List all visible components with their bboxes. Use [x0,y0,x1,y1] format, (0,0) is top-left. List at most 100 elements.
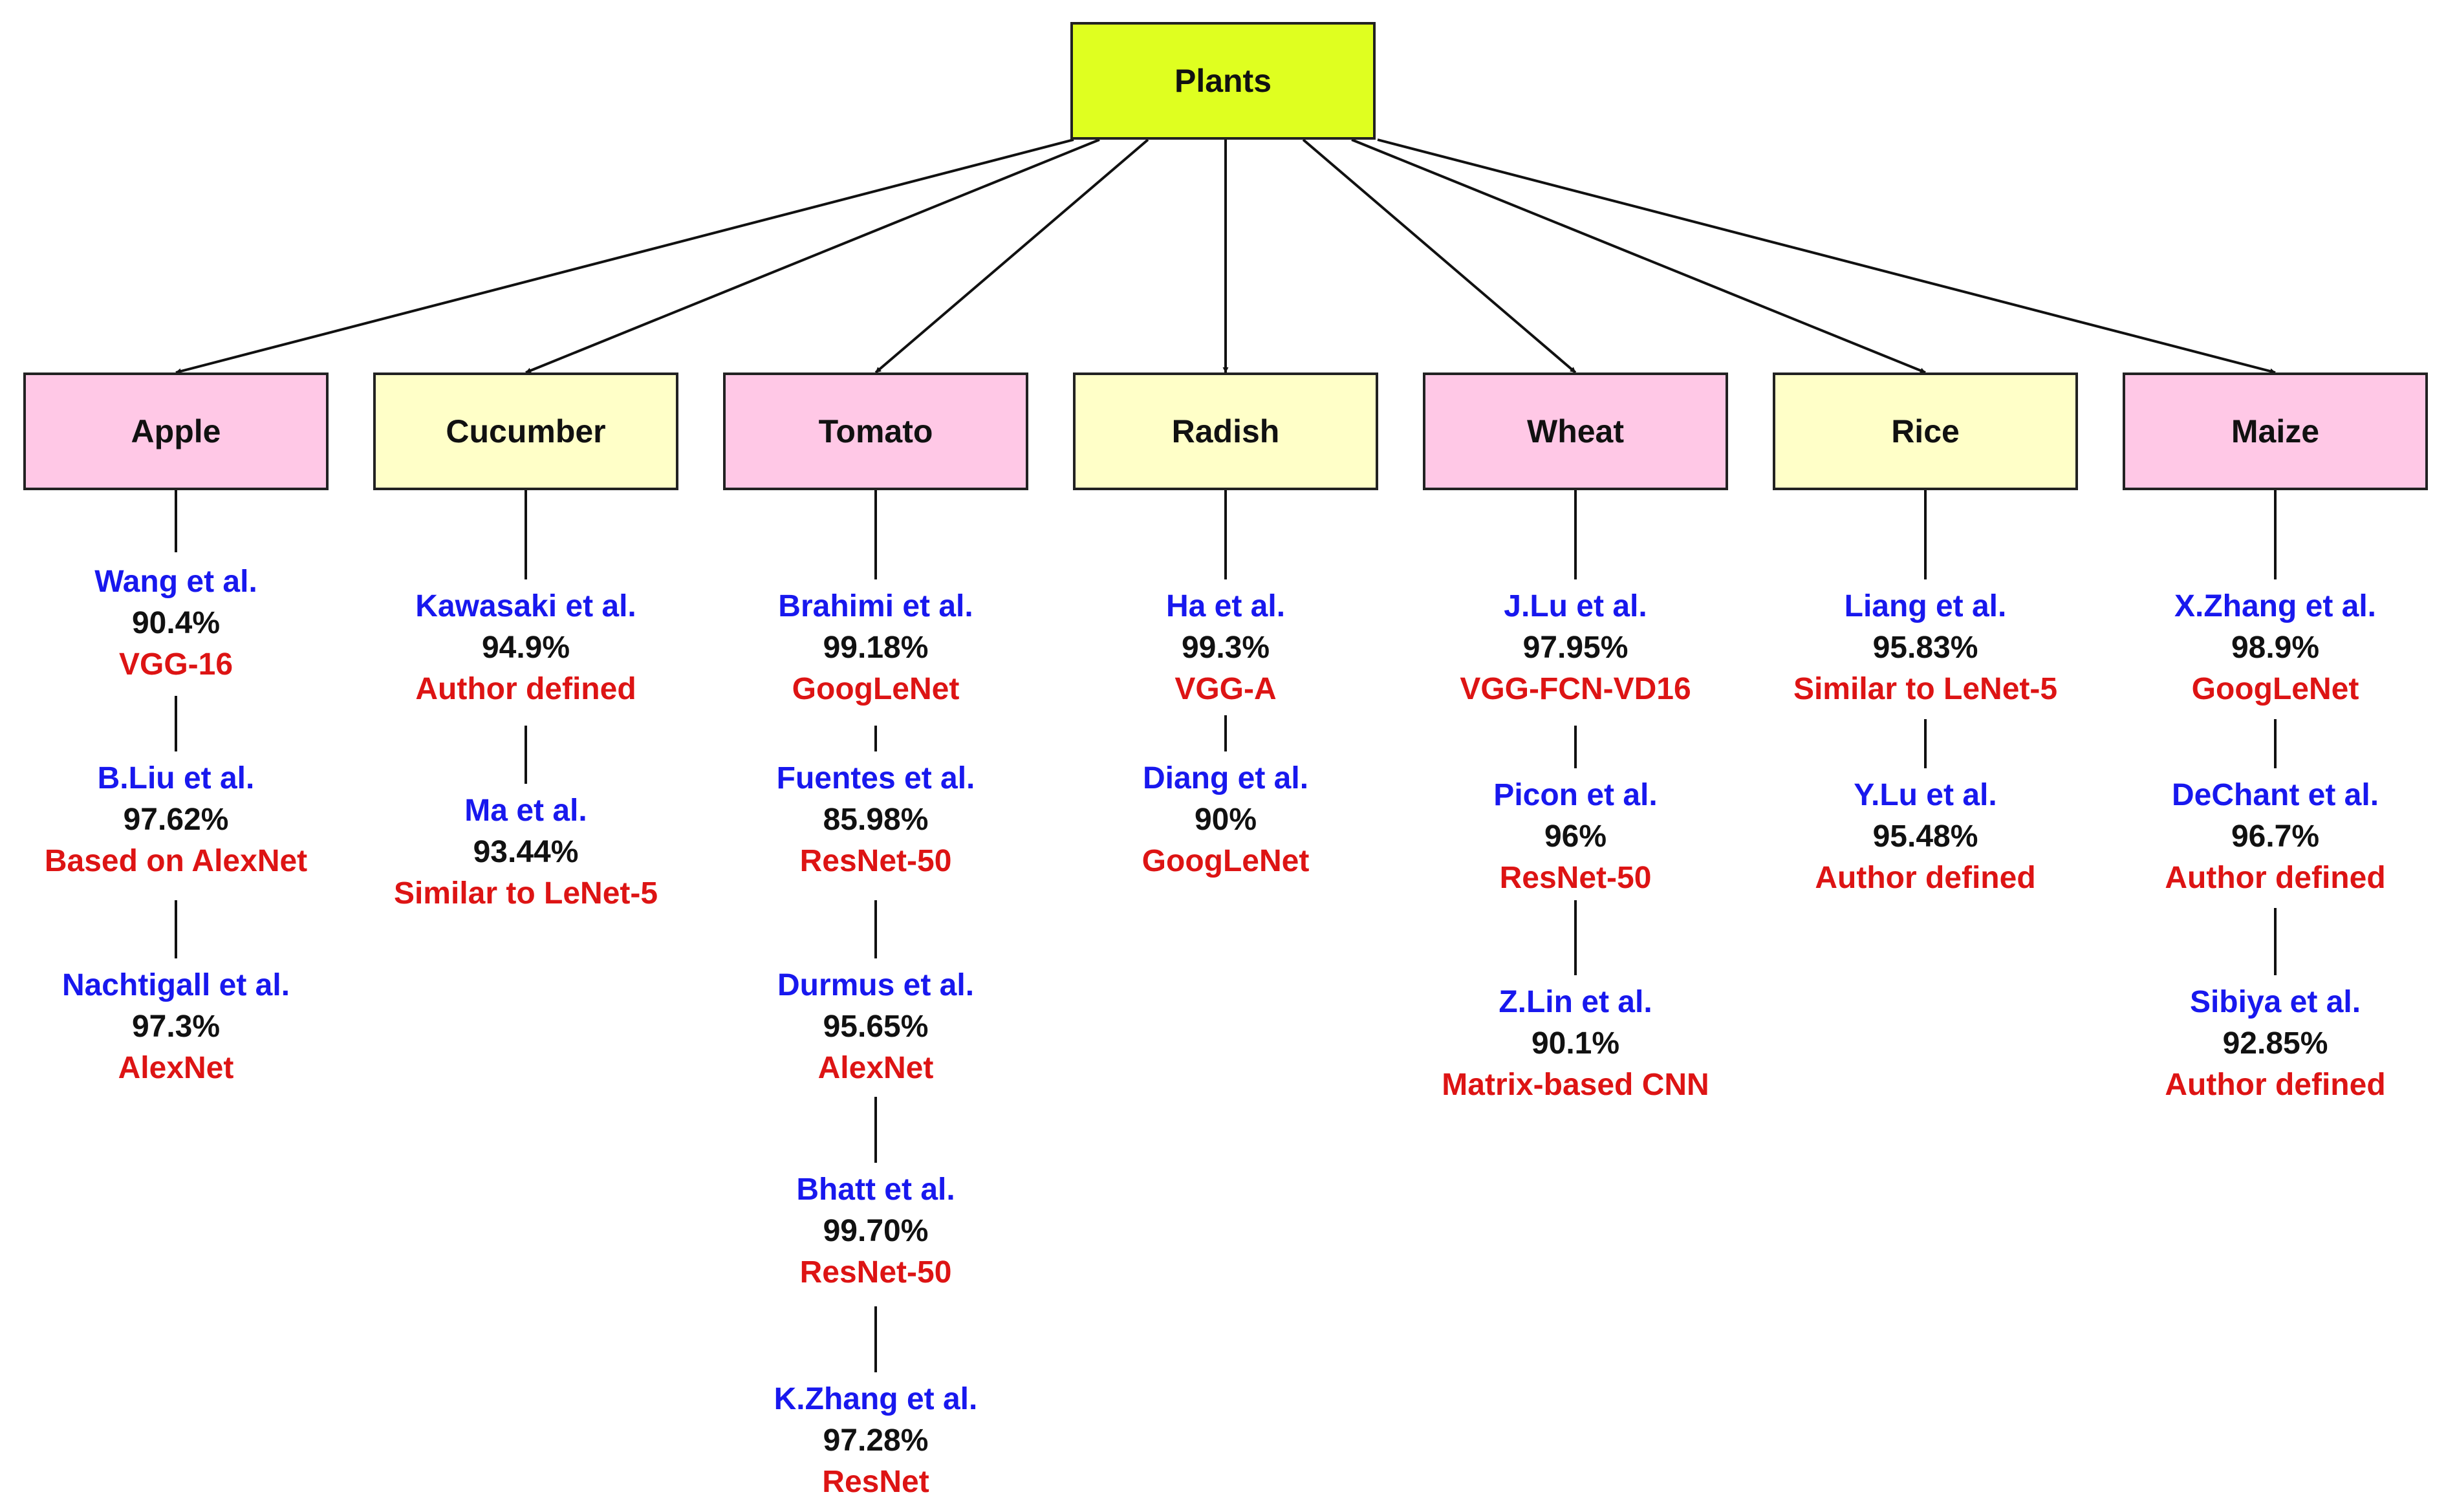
crop-node-tomato: Tomato [723,373,1028,490]
study-author: Picon et al. [1493,778,1658,812]
study-accuracy: 99.70% [823,1214,929,1248]
arrow-plants-to-maize [1377,138,2276,374]
study-accuracy: 97.28% [823,1423,929,1458]
study-cucumber-1: Kawasaki et al. 94.9% Author defined [358,586,694,710]
crop-label: Cucumber [446,413,606,449]
crop-node-radish: Radish [1073,373,1378,490]
study-author: Liang et al. [1844,589,2007,623]
study-model: VGG-FCN-VD16 [1460,672,1691,706]
crop-label: Tomato [818,413,933,449]
study-model: ResNet-50 [799,844,952,878]
crop-node-maize: Maize [2123,373,2428,490]
study-author: Ha et al. [1165,589,1286,623]
study-tomato-3: Durmus et al. 95.65% AlexNet [708,965,1044,1089]
study-author: Z.Lin et al. [1499,985,1652,1019]
study-radish-2: Diang et al. 90% GoogLeNet [1057,758,1394,882]
crop-label: Radish [1171,413,1280,449]
study-author: Nachtigall et al. [61,968,290,1002]
arrow-plants-to-rice [1351,138,1926,374]
study-accuracy: 96% [1544,819,1607,854]
study-wheat-2: Picon et al. 96% ResNet-50 [1407,775,1744,899]
study-accuracy: 97.62% [123,803,229,837]
study-model: Matrix-based CNN [1442,1068,1709,1102]
study-apple-3: Nachtigall et al. 97.3% AlexNet [8,965,344,1089]
study-model: GoogLeNet [1142,844,1310,878]
study-accuracy: 96.7% [2231,819,2320,854]
study-model: ResNet-50 [1499,861,1652,895]
study-maize-1: X.Zhang et al. 98.9% GoogLeNet [2107,586,2443,710]
study-model: ResNet [822,1465,929,1499]
study-accuracy: 99.18% [823,631,929,665]
study-maize-3: Sibiya et al. 92.85% Author defined [2107,982,2443,1106]
study-author: X.Zhang et al. [2174,589,2377,623]
study-accuracy: 90% [1194,803,1257,837]
study-author: Kawasaki et al. [415,589,636,623]
study-model: Author defined [2165,861,2386,895]
study-author: Sibiya et al. [2189,985,2361,1019]
study-tomato-1: Brahimi et al. 99.18% GoogLeNet [708,586,1044,710]
crop-node-rice: Rice [1773,373,2078,490]
study-model: Author defined [2165,1068,2386,1102]
study-author: J.Lu et al. [1504,589,1647,623]
study-maize-2: DeChant et al. 96.7% Author defined [2107,775,2443,899]
study-tomato-4: Bhatt et al. 99.70% ResNet-50 [708,1169,1044,1293]
study-accuracy: 95.48% [1872,819,1978,854]
crop-label: Apple [131,413,221,449]
arrow-plants-to-apple [175,138,1074,374]
study-apple-2: B.Liu et al. 97.62% Based on AlexNet [8,758,344,882]
root-node-plants: Plants [1070,22,1376,140]
study-author: Diang et al. [1142,761,1309,795]
study-accuracy: 94.9% [481,631,570,665]
study-model: VGG-16 [118,647,233,682]
study-apple-1: Wang et al. 90.4% VGG-16 [8,561,344,686]
study-model: GoogLeNet [2191,672,2359,706]
study-accuracy: 90.1% [1531,1026,1620,1061]
study-wheat-3: Z.Lin et al. 90.1% Matrix-based CNN [1407,982,1744,1106]
study-author: DeChant et al. [2171,778,2379,812]
study-model: Similar to LeNet-5 [1793,672,2058,706]
study-wheat-1: J.Lu et al. 97.95% VGG-FCN-VD16 [1407,586,1744,710]
study-accuracy: 99.3% [1181,631,1270,665]
study-accuracy: 85.98% [823,803,929,837]
study-accuracy: 92.85% [2222,1026,2328,1061]
study-author: K.Zhang et al. [774,1382,978,1416]
study-model: GoogLeNet [792,672,960,706]
study-model: Based on AlexNet [44,844,308,878]
crop-label: Rice [1891,413,1960,449]
study-model: Similar to LeNet-5 [393,876,658,911]
study-author: Y.Lu et al. [1854,778,1997,812]
study-author: B.Liu et al. [97,761,255,795]
arrow-plants-to-wheat [1302,138,1577,374]
study-author: Durmus et al. [777,968,975,1002]
study-author: Wang et al. [94,565,257,599]
study-model: VGG-A [1174,672,1277,706]
study-accuracy: 97.3% [131,1010,221,1044]
crop-label: Maize [2231,413,2320,449]
study-rice-2: Y.Lu et al. 95.48% Author defined [1757,775,2094,899]
study-accuracy: 90.4% [131,606,221,640]
study-accuracy: 98.9% [2231,631,2320,665]
study-rice-1: Liang et al. 95.83% Similar to LeNet-5 [1757,586,2094,710]
crop-node-wheat: Wheat [1423,373,1728,490]
study-model: Author defined [415,672,636,706]
study-accuracy: 93.44% [473,835,579,869]
study-tomato-2: Fuentes et al. 85.98% ResNet-50 [708,758,1044,882]
arrow-plants-to-tomato [874,138,1149,374]
study-author: Brahimi et al. [778,589,973,623]
crop-node-apple: Apple [23,373,329,490]
study-model: AlexNet [118,1051,234,1085]
study-accuracy: 95.83% [1872,631,1978,665]
study-author: Fuentes et al. [776,761,975,795]
study-author: Ma et al. [464,794,587,828]
crop-label: Wheat [1527,413,1624,449]
study-accuracy: 97.95% [1522,631,1629,665]
study-cucumber-2: Ma et al. 93.44% Similar to LeNet-5 [358,790,694,914]
arrow-plants-to-cucumber [525,138,1100,374]
study-model: ResNet-50 [799,1255,952,1290]
study-model: AlexNet [817,1051,934,1085]
root-label: Plants [1174,63,1272,99]
study-model: Author defined [1815,861,2036,895]
study-radish-1: Ha et al. 99.3% VGG-A [1057,586,1394,710]
